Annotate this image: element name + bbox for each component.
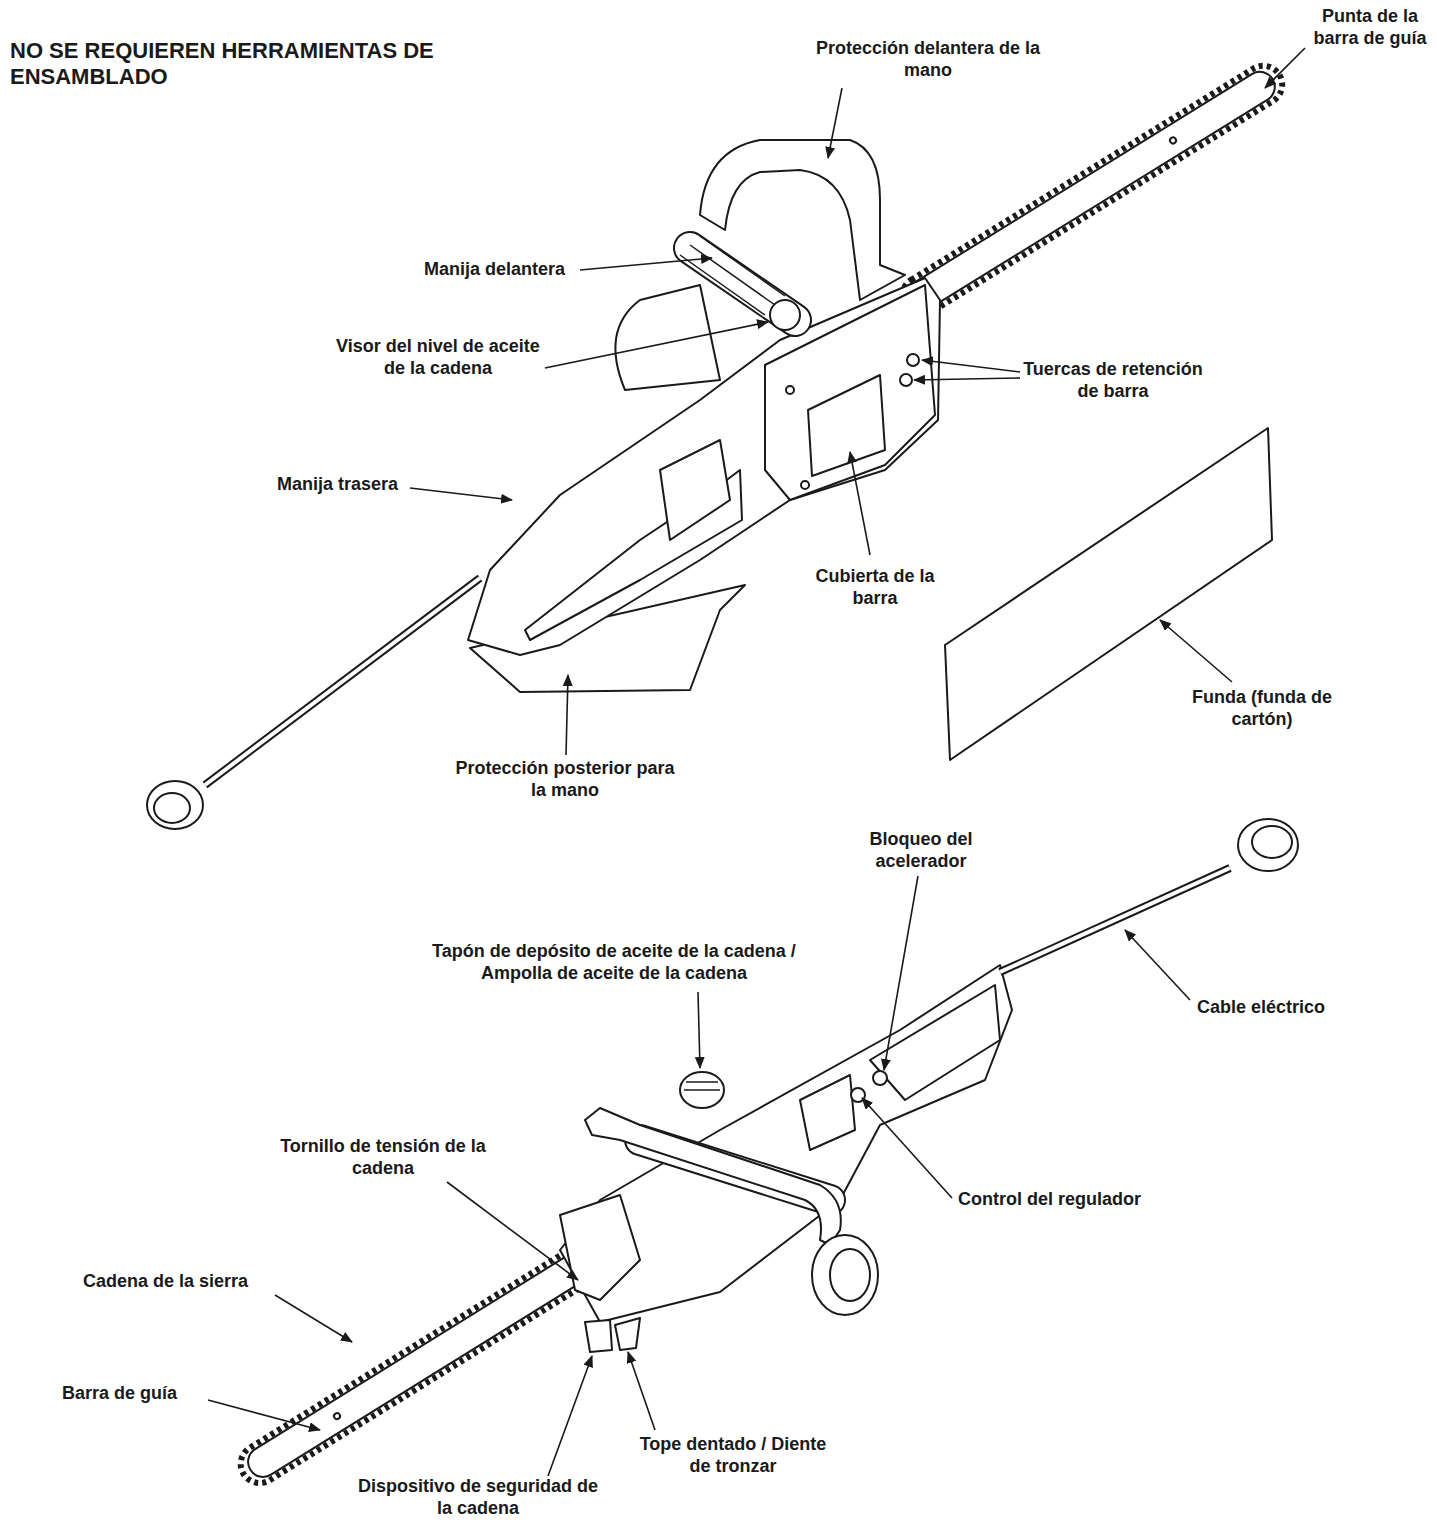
part-label: Funda (funda de cartón) bbox=[1167, 686, 1357, 730]
part-label: Cable eléctrico bbox=[1197, 996, 1417, 1018]
bar-nut bbox=[900, 374, 912, 386]
oil-level-window bbox=[770, 300, 800, 330]
chain-tension-block bbox=[560, 1195, 640, 1300]
part-label: Tope dentado / Diente de tronzar bbox=[638, 1433, 828, 1477]
leader-line bbox=[828, 88, 842, 158]
part-label: Control del regulador bbox=[958, 1188, 1218, 1210]
part-label: Cadena de la sierra bbox=[83, 1270, 343, 1292]
leader-line bbox=[447, 1182, 578, 1280]
wheel-hub bbox=[830, 1249, 870, 1301]
part-label: Tapón de depósito de aceite de la cadena… bbox=[414, 940, 814, 984]
guide-bar bbox=[897, 66, 1280, 319]
diagram-title: NO SE REQUIEREN HERRAMIENTAS DE ENSAMBLA… bbox=[10, 38, 480, 90]
leader-line bbox=[884, 876, 918, 1070]
saw-chain bbox=[234, 1242, 602, 1490]
part-label: Tornillo de tensión de la cadena bbox=[278, 1135, 488, 1179]
part-label: Barra de guía bbox=[62, 1382, 262, 1404]
cord-plug bbox=[1238, 819, 1298, 871]
screw bbox=[801, 481, 809, 489]
leader-line bbox=[548, 1356, 592, 1476]
power-cord bbox=[205, 578, 480, 785]
power-cord-fill bbox=[205, 578, 480, 785]
scabbard bbox=[945, 428, 1272, 760]
part-label: Protección delantera de la mano bbox=[813, 37, 1043, 81]
part-label: Visor del nivel de aceite de la cadena bbox=[333, 335, 543, 379]
screw bbox=[786, 386, 794, 394]
power-cord bbox=[1000, 868, 1230, 972]
leader-line bbox=[580, 258, 712, 270]
bar-nut bbox=[907, 354, 919, 366]
oil-cap bbox=[680, 1072, 724, 1108]
bucking-spike bbox=[615, 1318, 640, 1350]
leader-line bbox=[275, 1295, 352, 1342]
side-cover bbox=[765, 285, 935, 500]
power-cord-fill bbox=[1000, 868, 1230, 972]
part-label: Tuercas de retención de barra bbox=[1013, 358, 1213, 402]
handle-stripes bbox=[680, 236, 785, 315]
leader-line bbox=[1125, 930, 1190, 1000]
leader-line bbox=[566, 675, 568, 755]
leader-line bbox=[1160, 620, 1232, 682]
part-label: Bloqueo del acelerador bbox=[851, 828, 991, 872]
leader-line bbox=[410, 488, 512, 500]
bar-hole bbox=[1169, 136, 1177, 144]
oil-cap-ridges bbox=[684, 1082, 720, 1090]
leader-line bbox=[628, 1352, 655, 1430]
cord-plug-face bbox=[154, 793, 190, 823]
leader-line bbox=[862, 1098, 952, 1198]
saw-body bbox=[560, 965, 1012, 1322]
leader-line bbox=[208, 1400, 320, 1430]
part-label: Protección posterior para la mano bbox=[450, 757, 680, 801]
guide-bar bbox=[242, 1245, 599, 1482]
part-label: Dispositivo de seguridad de la cadena bbox=[353, 1475, 603, 1519]
oil-tank bbox=[615, 285, 720, 390]
cover-plate bbox=[808, 375, 885, 476]
throttle-lock bbox=[873, 1071, 887, 1085]
front-hand-guard bbox=[585, 1108, 841, 1245]
leader-line bbox=[698, 992, 700, 1068]
grip-ridges bbox=[800, 1075, 855, 1150]
part-label: Cubierta de la barra bbox=[810, 565, 940, 609]
leader-line bbox=[922, 360, 1020, 372]
leader-line bbox=[914, 378, 1020, 380]
part-label: Punta de la barra de guía bbox=[1300, 5, 1437, 49]
part-label: Manija trasera bbox=[138, 473, 398, 495]
cord-plug-face bbox=[1252, 826, 1292, 858]
leader-line bbox=[1265, 48, 1305, 88]
cord-plug bbox=[147, 781, 203, 829]
chain-catcher bbox=[585, 1320, 612, 1352]
saw-chain bbox=[895, 59, 1289, 323]
bar-hole bbox=[333, 1412, 341, 1420]
part-label: Manija delantera bbox=[305, 258, 565, 280]
saw-body bbox=[468, 278, 940, 655]
leader-line bbox=[850, 452, 870, 555]
leader-line bbox=[545, 322, 768, 368]
grip-ridges bbox=[660, 440, 730, 540]
wheel bbox=[812, 1235, 878, 1315]
